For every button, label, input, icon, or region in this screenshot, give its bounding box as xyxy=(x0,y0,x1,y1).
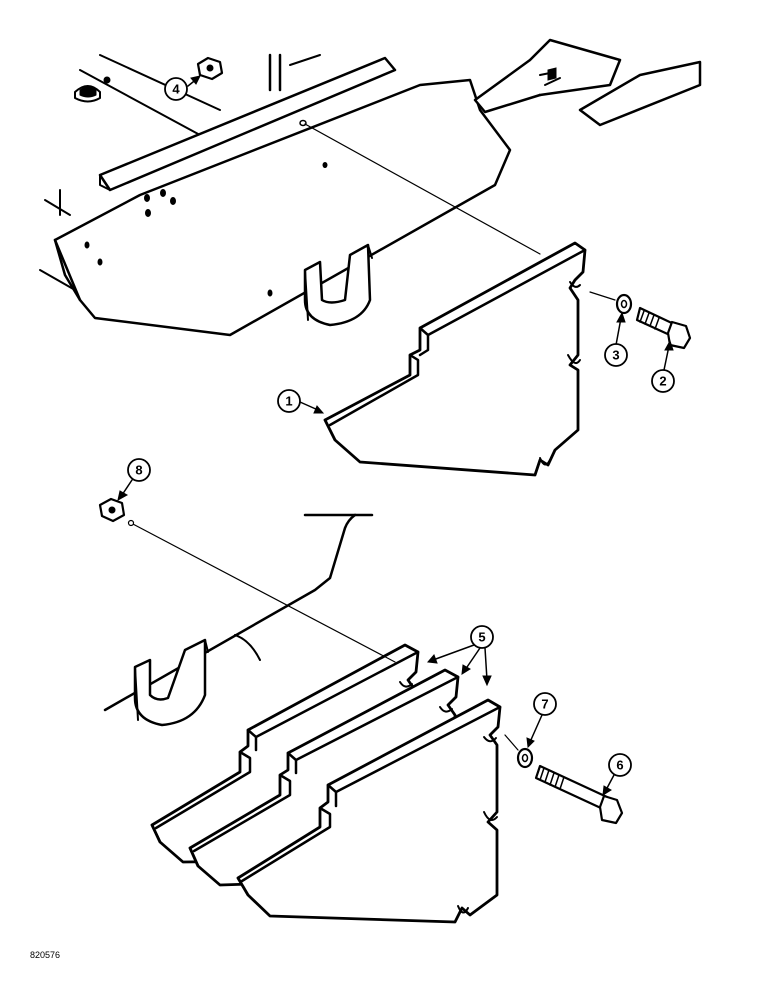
callout-circle xyxy=(127,458,151,482)
nut-part-4 xyxy=(196,56,224,81)
alignment-lines xyxy=(127,123,616,751)
washer-part-7 xyxy=(516,747,534,769)
nut-part-8 xyxy=(98,497,126,523)
callout-circle xyxy=(277,389,301,413)
bolt-part-2 xyxy=(635,306,692,350)
callout-3: 3 xyxy=(604,343,628,367)
callout-label: 6 xyxy=(616,758,623,773)
weight-stack-part-5 xyxy=(150,643,502,924)
upper-frame-assembly xyxy=(39,38,702,337)
callout-circle xyxy=(470,625,494,649)
callout-label: 2 xyxy=(659,374,666,389)
callout-circle xyxy=(651,369,675,393)
callout-label: 5 xyxy=(478,630,485,645)
bolt-part-6 xyxy=(534,764,624,825)
callout-label: 8 xyxy=(135,463,142,478)
callout-label: 1 xyxy=(285,394,292,409)
callout-label: 3 xyxy=(612,348,619,363)
callout-label: 4 xyxy=(172,82,180,97)
callout-8: 8 xyxy=(127,458,151,482)
callout-1: 1 xyxy=(277,389,301,413)
callout-circle xyxy=(608,753,632,777)
lower-frame-section xyxy=(103,513,374,727)
callout-6: 6 xyxy=(608,753,632,777)
callout-4: 4 xyxy=(164,77,188,101)
callout-circle xyxy=(604,343,628,367)
leader-lines xyxy=(117,75,674,796)
callout-2: 2 xyxy=(651,369,675,393)
callout-5: 5 xyxy=(470,625,494,649)
callout-7: 7 xyxy=(533,692,557,716)
washer-part-3 xyxy=(615,293,633,315)
callout-circle xyxy=(533,692,557,716)
weight-part-1 xyxy=(323,241,587,477)
callout-circle xyxy=(164,77,188,101)
callout-label: 7 xyxy=(541,697,548,712)
figure-id: 820576 xyxy=(30,950,61,960)
